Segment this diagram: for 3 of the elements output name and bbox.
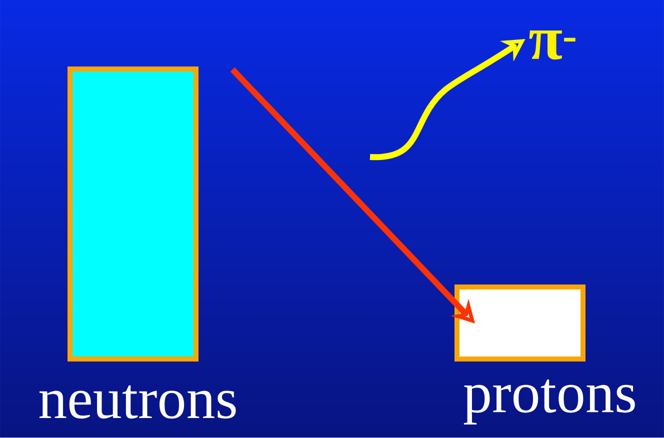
- box-label: protons: [464, 380, 635, 424]
- box-label: neutrons: [39, 385, 236, 419]
- pion-label: π$^{-}$: [529, 30, 576, 60]
